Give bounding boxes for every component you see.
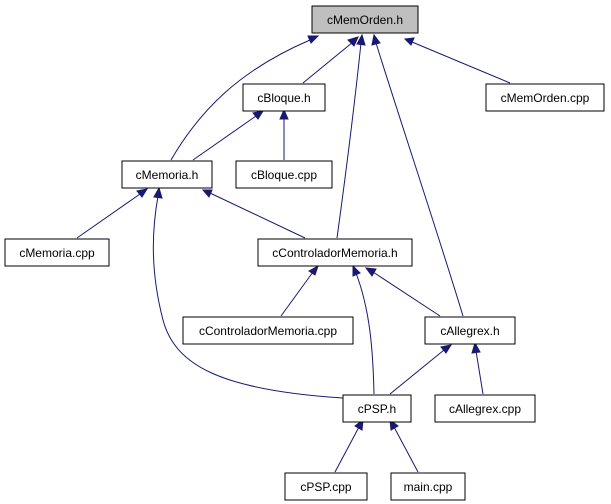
edges [76, 33, 511, 473]
nodes: cMemOrden.h cBloque.h cMemOrden.cpp cMem… [4, 5, 605, 501]
node-main-cpp[interactable]: main.cpp [390, 472, 466, 501]
edge-callegrex-h-to-ccontroladormemoria-h [364, 267, 441, 317]
node-label: cControladorMemoria.h [272, 246, 397, 260]
node-ccontroladormemoria-cpp[interactable]: cControladorMemoria.cpp [182, 316, 354, 345]
edge-cmemoria-h-to-cmemorden-h [170, 35, 320, 161]
edge-ccontroladormemoria-cpp-to-ccontroladormemoria-h [280, 264, 319, 317]
node-label: cMemoria.h [136, 168, 199, 182]
edge-cbloque-cpp-to-cbloque-h [279, 108, 289, 160]
node-label: cAllegrex.cpp [449, 402, 521, 416]
edge-cmemoria-h-to-cbloque-h [192, 110, 265, 161]
node-label: cBloque.cpp [251, 168, 317, 182]
edge-ccontroladormemoria-h-to-cmemoria-h [201, 189, 306, 239]
node-label: cAllegrex.h [440, 324, 499, 338]
node-cpsp-cpp[interactable]: cPSP.cpp [284, 472, 368, 501]
edge-callegrex-h-to-cmemorden-h [371, 33, 464, 317]
node-cbloque-cpp[interactable]: cBloque.cpp [235, 160, 333, 189]
node-label: cPSP.h [358, 402, 396, 416]
node-callegrex-h[interactable]: cAllegrex.h [424, 316, 516, 345]
node-label: cBloque.h [257, 91, 310, 105]
node-cmemorden-cpp[interactable]: cMemOrden.cpp [485, 83, 605, 112]
node-label: cMemOrden.cpp [501, 91, 590, 105]
edge-cbloque-h-to-cmemorden-h [302, 36, 359, 84]
edge-cpsp-h-to-callegrex-h [389, 344, 453, 395]
edge-cpsp-h-to-cmemoria-h [152, 186, 344, 399]
node-ccontroladormemoria-h[interactable]: cControladorMemoria.h [257, 238, 413, 267]
edge-cpsp-cpp-to-cpsp-h [334, 418, 364, 473]
node-label: cControladorMemoria.cpp [199, 324, 337, 338]
node-label: main.cpp [404, 480, 453, 494]
node-cmemoria-h[interactable]: cMemoria.h [121, 160, 213, 189]
edge-cpsp-h-to-ccontroladormemoria-h [352, 264, 375, 395]
node-label: cMemOrden.h [327, 13, 403, 27]
node-cmemoria-cpp[interactable]: cMemoria.cpp [4, 238, 110, 267]
node-cpsp-h[interactable]: cPSP.h [342, 394, 412, 423]
edge-callegrex-cpp-to-callegrex-h [471, 341, 484, 395]
node-callegrex-cpp[interactable]: cAllegrex.cpp [434, 394, 536, 423]
edge-cmemorden-cpp-to-cmemorden-h [403, 37, 511, 84]
node-cmemorden-h: cMemOrden.h [311, 5, 419, 34]
node-cbloque-h[interactable]: cBloque.h [242, 83, 326, 112]
edge-cmemoria-cpp-to-cmemoria-h [76, 188, 149, 239]
node-label: cPSP.cpp [300, 480, 351, 494]
node-label: cMemoria.cpp [19, 246, 95, 260]
edge-ccontroladormemoria-h-to-cmemorden-h [336, 33, 366, 239]
edge-main-cpp-to-cpsp-h [389, 418, 419, 473]
